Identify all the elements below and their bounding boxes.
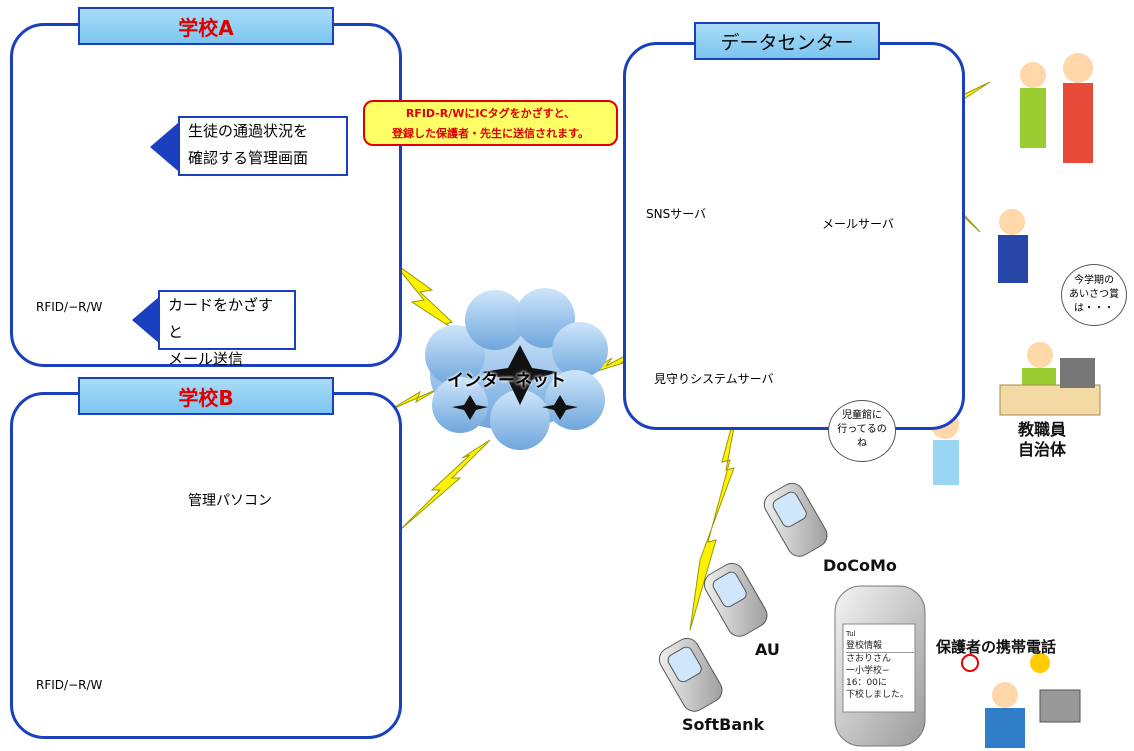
- teacher-bubble-line2: あいさつ賞: [1069, 289, 1119, 300]
- school-b-title: 学校B: [78, 377, 334, 415]
- bolt-internet-school-b-2: [399, 439, 491, 531]
- teacher-bubble-line3: は・・・: [1074, 303, 1114, 314]
- phone-line4: 下校しました。: [846, 690, 910, 700]
- datacenter-panel: [623, 42, 965, 430]
- phone-line2: 一小学校−: [846, 666, 890, 676]
- carrier-docomo: DoCoMo: [823, 556, 897, 575]
- child-bubble-line3: ね: [857, 438, 867, 449]
- parent-computer-illustration: [961, 653, 1081, 748]
- teacher-speech-bubble: 今学期の あいさつ賞 は・・・: [1061, 264, 1127, 326]
- admin-screen-callout: 生徒の通過状況を 確認する管理画面: [178, 116, 348, 176]
- phone-header: 登校情報: [846, 640, 914, 653]
- mail-server-label: メールサーバ: [822, 217, 894, 231]
- internet-cloud: [425, 288, 608, 450]
- school-b-reader-label: RFID/−R/W: [36, 678, 103, 692]
- phone-line3: 16：00に: [846, 678, 887, 688]
- phone-screen: Tul 登校情報 さおりさん 一小学校− 16：00に 下校しました。: [846, 628, 914, 701]
- sns-server-label: SNSサーバ: [646, 207, 707, 221]
- school-b-panel: [10, 392, 402, 739]
- internet-label: インターネット: [447, 371, 566, 391]
- school-a-reader-label: RFID/−R/W: [36, 300, 103, 314]
- phone-status: Tul: [846, 630, 856, 638]
- admin-callout-line2: 確認する管理画面: [188, 149, 309, 167]
- card-callout-line1: カードをかざすと: [168, 296, 274, 341]
- info-banner: RFID-R/WにICタグをかざすと、 登録した保護者・先生に送信されます。: [363, 100, 618, 146]
- school-a-title: 学校A: [78, 7, 334, 45]
- child-speech-bubble: 児童館に 行ってるの ね: [828, 400, 896, 462]
- admin-callout-line1: 生徒の通過状況を: [188, 122, 309, 140]
- banner-line2: 登録した保護者・先生に送信されます。: [392, 127, 589, 140]
- bolt-school-b-internet: [389, 387, 441, 411]
- admin-callout-arrow: [150, 123, 178, 171]
- carrier-au: AU: [755, 640, 780, 659]
- phone-softbank: [658, 637, 723, 712]
- child-bubble-line1: 児童館に: [842, 410, 882, 421]
- card-callout: カードをかざすと メール送信: [158, 290, 296, 368]
- card-callout-arrow: [132, 296, 160, 344]
- teacher-bubble-line1: 今学期の: [1074, 275, 1114, 286]
- phone-line1: さおりさん: [846, 654, 892, 664]
- school-b-pc-label: 管理パソコン: [188, 493, 272, 509]
- bolt-school-a-internet: [392, 261, 471, 341]
- bolt-dc-phones: [689, 394, 741, 631]
- big-phone: [834, 585, 926, 747]
- teacher-label: 教職員 自治体: [1018, 420, 1066, 460]
- teacher-label-line2: 自治体: [1018, 440, 1067, 459]
- card-callout-line2: メール送信: [168, 350, 244, 368]
- datacenter-title: データセンター: [694, 22, 880, 60]
- phone-au: [703, 562, 768, 637]
- officer-illustration: [998, 209, 1028, 283]
- phone-docomo: [763, 482, 828, 557]
- teacher-illustration: [999, 342, 1101, 416]
- carrier-softbank: SoftBank: [682, 715, 765, 734]
- child-bubble-line2: 行ってるの: [837, 424, 887, 435]
- parents-illustration: [1020, 53, 1093, 163]
- teacher-label-line1: 教職員: [1018, 420, 1067, 439]
- banner-line1: RFID-R/WにICタグをかざすと、: [405, 107, 576, 120]
- watch-server-label: 見守りシステムサーバ: [654, 372, 774, 386]
- parent-phone-label: 保護者の携帯電話: [936, 638, 1057, 656]
